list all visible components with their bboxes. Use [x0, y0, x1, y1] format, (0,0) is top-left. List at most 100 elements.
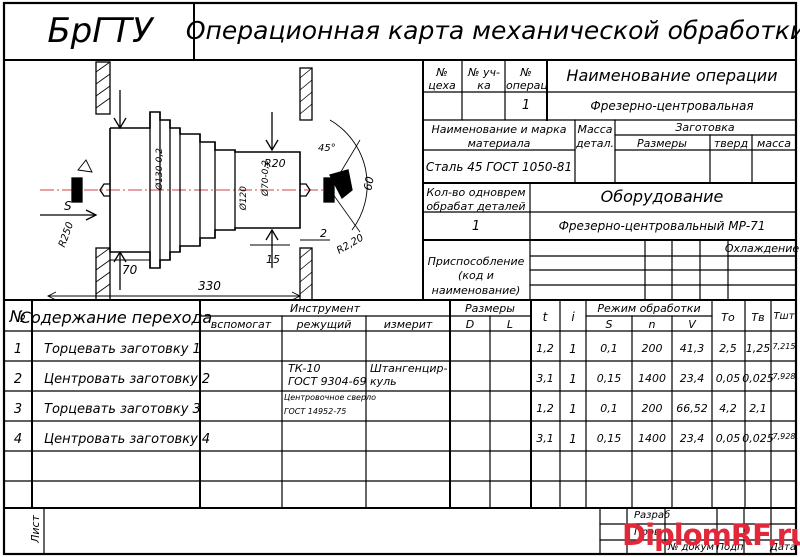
label-doc-number: № докум — [667, 542, 715, 553]
tool-cutting-2: ГОСТ 9304-69 — [288, 375, 367, 388]
col-tool-measuring: измерит — [383, 318, 433, 331]
label-fixture: Приспособление (код и наименование) — [427, 255, 525, 297]
col-depth: t — [542, 310, 548, 324]
dim-step: 15 — [266, 253, 280, 266]
label-hardness: тверд — [713, 137, 749, 150]
tool-drill-2: ГОСТ 14952-75 — [284, 407, 347, 416]
col-velocity: V — [688, 318, 696, 331]
dim-diameter-mid: Ø70-0,2 — [261, 160, 271, 197]
org-name: БрГТУ — [47, 11, 153, 51]
cell-t: 3,1 — [536, 432, 554, 445]
cell-n: 1400 — [638, 372, 666, 385]
operation-number: 1 — [521, 98, 531, 113]
cell-s: 0,1 — [600, 342, 618, 355]
dim-angle-60: 60 — [361, 175, 377, 192]
part-drawing — [40, 61, 368, 301]
dim-diameter-small: Ø120 — [239, 186, 249, 211]
label-blank-sizes: Размеры — [637, 137, 687, 150]
label-developed: Разраб — [634, 510, 671, 521]
label-blank-mass: масса — [757, 137, 791, 150]
col-tool-aux: вспомогат — [210, 318, 272, 331]
label-part-mass: Масса детал. — [575, 123, 615, 150]
label-parts-count: Кол-во одноврем обрабат деталей — [426, 186, 526, 213]
parts-count: 1 — [471, 219, 481, 234]
label-operation-name: Наименование операции — [566, 66, 778, 85]
col-feed: S — [605, 318, 613, 331]
cell-tsht: 7,215 — [772, 342, 796, 351]
cell-tsht: 7,928 — [772, 432, 796, 441]
col-tool-cutting: режущий — [296, 318, 352, 331]
cell-content: Центровать заготовку 4 — [44, 432, 211, 447]
cell-tv: 0,025 — [742, 372, 774, 385]
cell-to: 0,05 — [715, 432, 741, 445]
cell-i: 1 — [569, 342, 577, 356]
label-section: № уч-ка — [468, 66, 500, 93]
cell-to: 0,05 — [715, 372, 741, 385]
label-workshop: № цеха — [428, 66, 456, 93]
col-time-main: Тo — [721, 311, 735, 324]
label-sheet: Лист — [29, 515, 42, 543]
cell-n: 200 — [641, 342, 663, 355]
label-date: Дата — [770, 542, 796, 553]
dim-diameter-big: Ø130-0,2 — [155, 148, 165, 190]
cell-s: 0,15 — [596, 372, 622, 385]
col-length: L — [506, 318, 514, 331]
col-sizes: Размеры — [465, 302, 515, 315]
cell-i: 1 — [569, 372, 577, 386]
col-num: № — [9, 307, 27, 326]
dim-chamfer: 2 — [320, 227, 327, 240]
cell-num: 4 — [13, 432, 23, 447]
label-checked: Пров — [634, 527, 660, 538]
cell-t: 3,1 — [536, 372, 554, 385]
cell-i: 1 — [569, 402, 577, 416]
cell-tv: 0,025 — [742, 432, 774, 445]
cell-i: 1 — [569, 432, 577, 446]
cell-num: 3 — [13, 402, 23, 417]
tool-measuring-2: куль — [370, 375, 397, 388]
card-title: Операционная карта механической обработк… — [185, 16, 800, 45]
col-time-aux: Tв — [751, 311, 765, 324]
label-signature: Подп — [716, 542, 744, 553]
cell-n: 200 — [641, 402, 663, 415]
cell-content: Торцевать заготовку 1 — [44, 342, 201, 357]
col-speed-rpm: n — [648, 318, 656, 331]
label-blank: Заготовка — [675, 121, 735, 134]
cell-s: 0,15 — [596, 432, 622, 445]
cell-s: 0,1 — [600, 402, 618, 415]
cell-t: 1,2 — [536, 342, 554, 355]
cell-tv: 1,25 — [745, 342, 771, 355]
cell-to: 4,2 — [719, 402, 737, 415]
material-value: Сталь 45 ГОСТ 1050-81 — [425, 160, 573, 174]
label-material: Наименование и марка материала — [431, 123, 567, 150]
cell-content: Центровать заготовку 2 — [44, 372, 211, 387]
cell-num: 2 — [13, 372, 23, 387]
col-tool: Инструмент — [289, 302, 361, 315]
col-content: Содержание перехода — [19, 308, 213, 327]
cell-v: 23,4 — [679, 372, 705, 385]
dim-angle-45: 45° — [318, 143, 336, 154]
col-mode: Режим обработки — [597, 302, 701, 315]
label-operation-no: № операц — [506, 66, 548, 93]
operation-name: Фрезерно-центровальная — [590, 99, 754, 113]
tool-drill-1: Центровочное сверло — [284, 393, 377, 402]
dim-flange: 70 — [122, 263, 138, 277]
dim-feed-s: S — [64, 199, 72, 213]
cell-v: 23,4 — [679, 432, 705, 445]
cell-v: 66,52 — [676, 402, 708, 415]
watermark: DiplomRF.ru — [622, 518, 800, 552]
cell-num: 1 — [13, 342, 23, 357]
dim-total-length: 330 — [198, 279, 221, 293]
label-equipment: Оборудование — [600, 187, 724, 206]
tool-measuring-1: Штангенцир- — [370, 362, 448, 375]
cell-tsht: 7,928 — [772, 372, 796, 381]
equipment-name: Фрезерно-центровальный МР-71 — [558, 219, 766, 233]
dim-radius-r20: R20 — [264, 157, 286, 170]
col-passes: i — [571, 310, 575, 324]
cell-v: 41,3 — [679, 342, 705, 355]
cell-to: 2,5 — [719, 342, 737, 355]
col-time-piece: Tшт — [773, 311, 795, 322]
cell-t: 1,2 — [536, 402, 554, 415]
cell-content: Торцевать заготовку 3 — [44, 402, 201, 417]
tool-cutting-1: ТК-10 — [288, 362, 321, 375]
